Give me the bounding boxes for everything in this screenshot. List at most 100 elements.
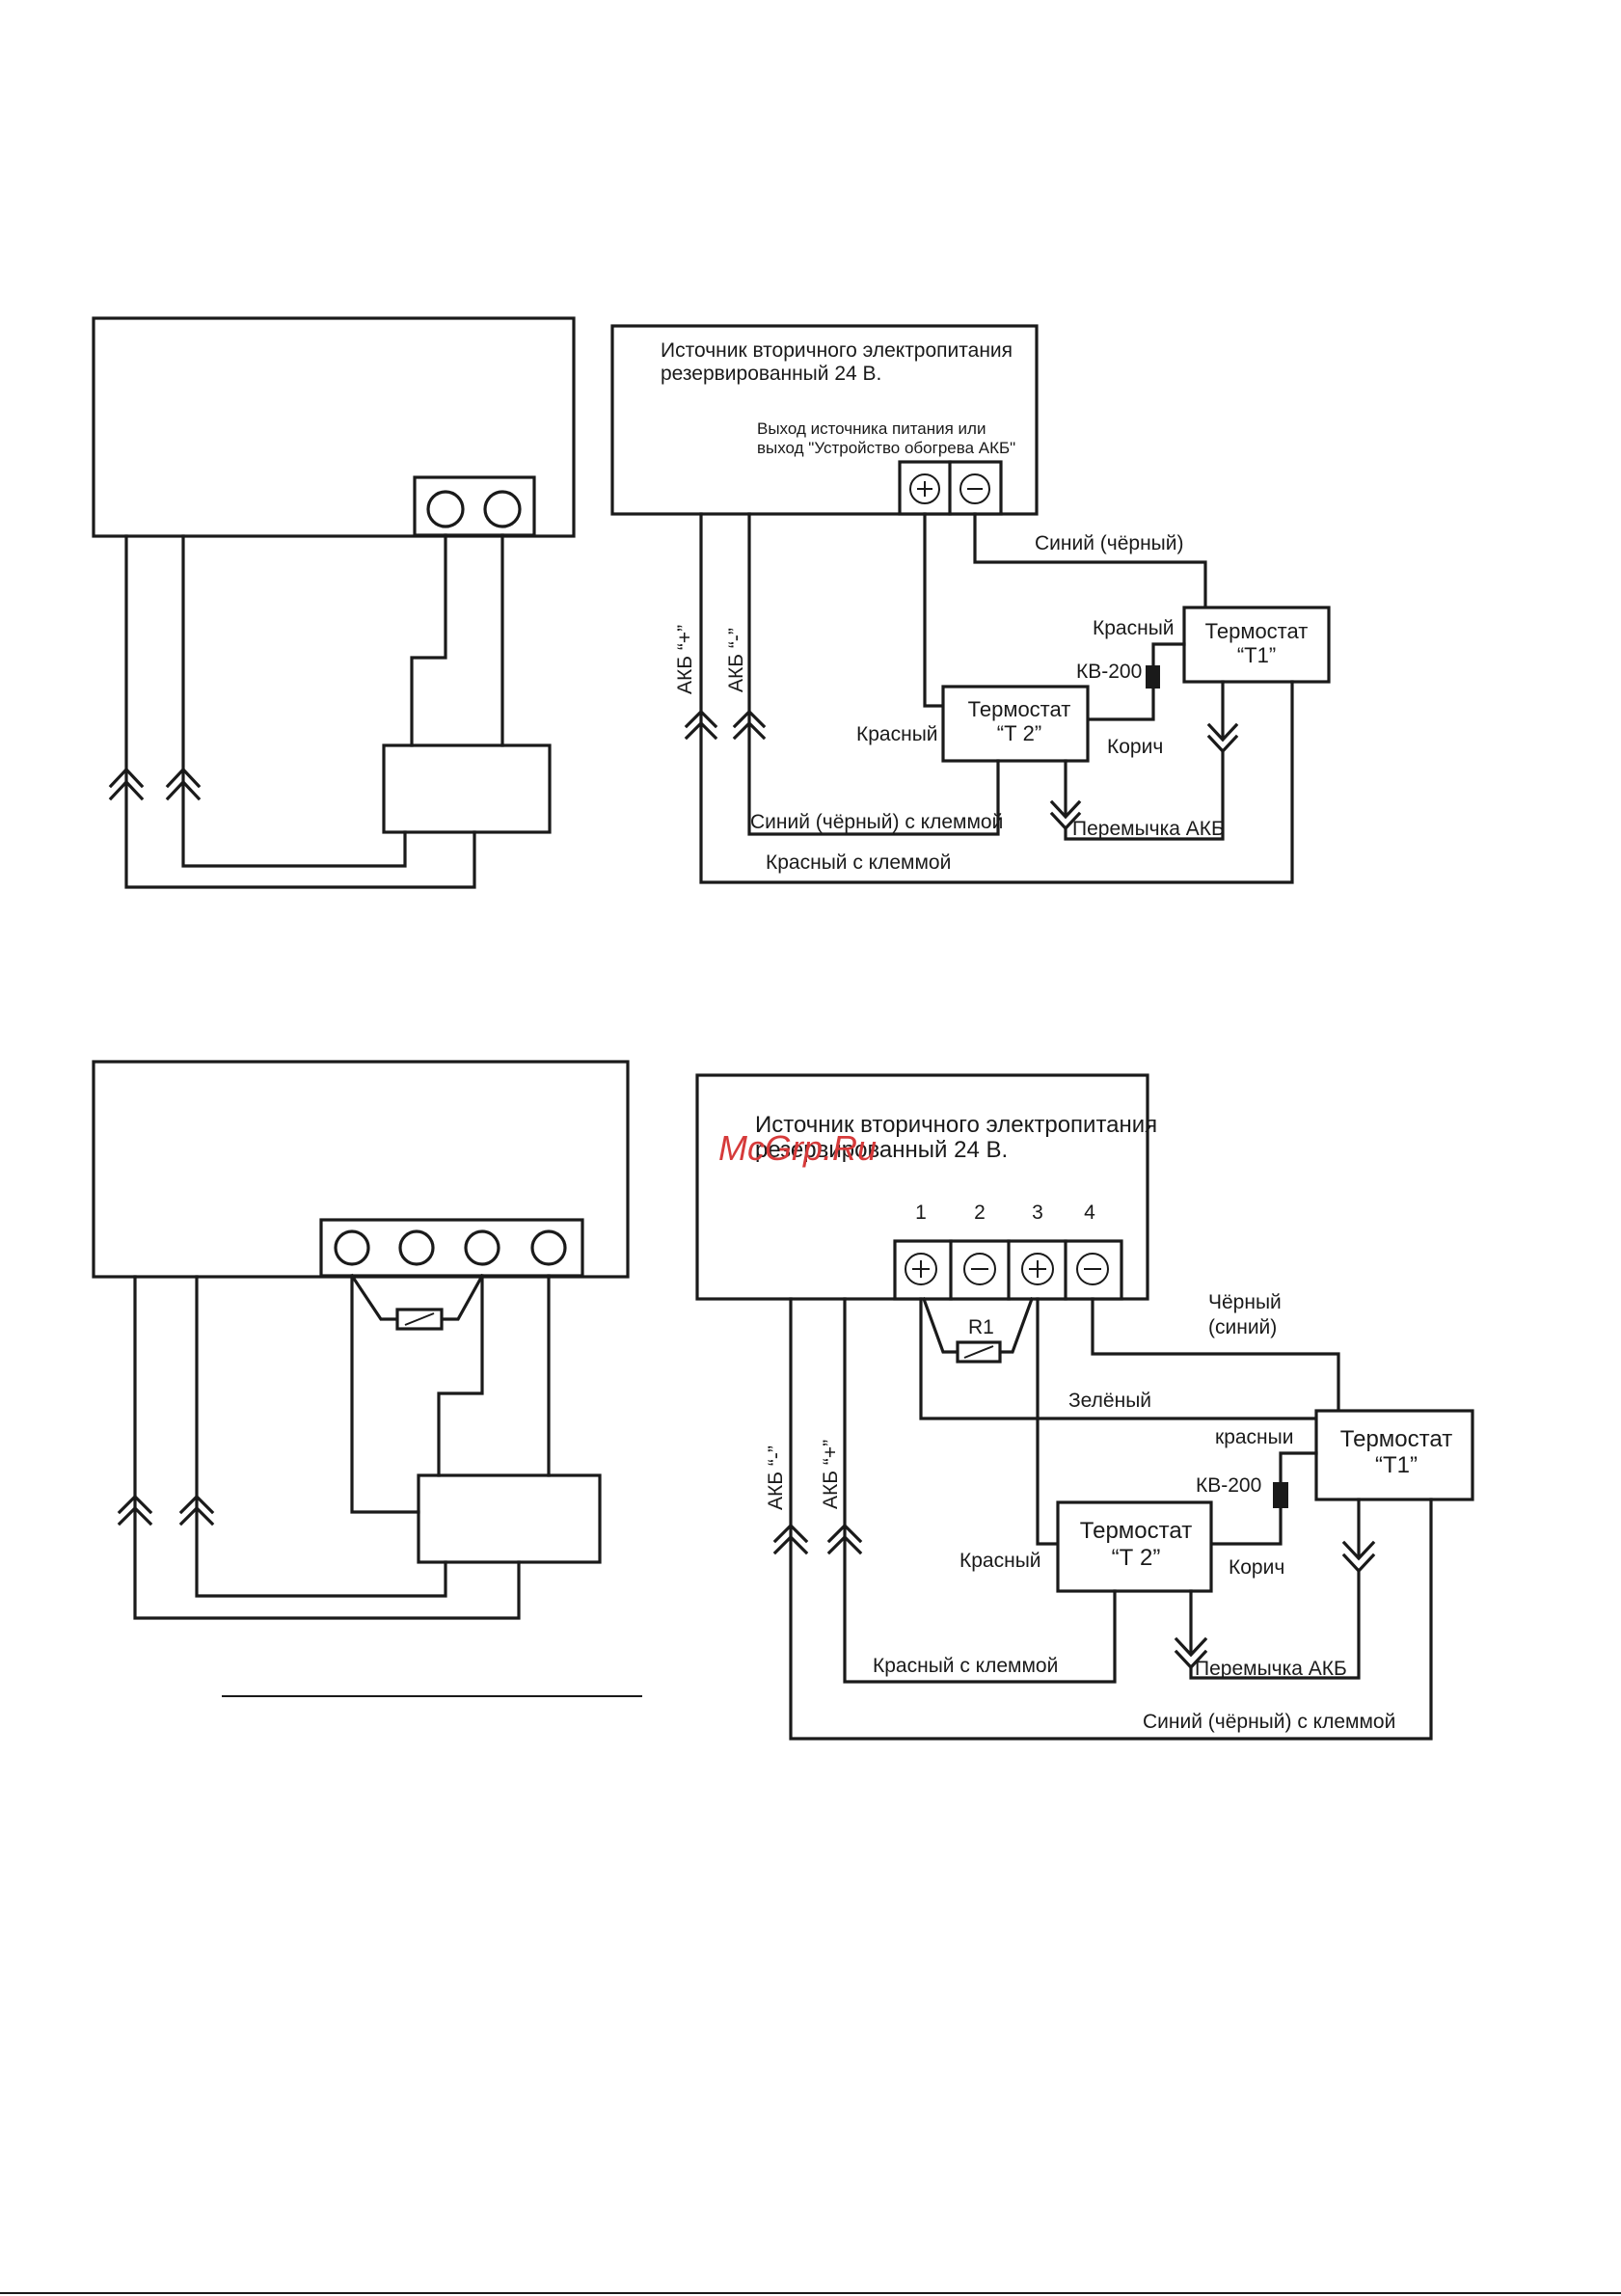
tr-wire-minus-to-t1 bbox=[973, 512, 1207, 609]
tr-t1-line2: “Т1” bbox=[1237, 643, 1276, 667]
br-psu-title-line2: резервированный 24 В. bbox=[755, 1137, 1008, 1163]
tr-psu-title-line2: резервированный 24 В. bbox=[661, 363, 881, 385]
br-wire-t1-to-kv200 bbox=[1279, 1451, 1318, 1484]
plus-icon bbox=[912, 1260, 930, 1278]
tr-t1-line1: Термостат bbox=[1205, 619, 1309, 643]
br-terminal-4-circle bbox=[1076, 1253, 1109, 1285]
tl-battery-box bbox=[382, 743, 552, 834]
br-terminal-num-3: 3 bbox=[1032, 1202, 1043, 1224]
top-left-schematic bbox=[92, 316, 576, 889]
tr-label-akb-plus: АКБ “+” bbox=[674, 625, 696, 694]
tr-label-red-clamp: Красный с клеммой bbox=[766, 851, 951, 874]
br-label-brown: Корич bbox=[1229, 1556, 1284, 1579]
br-label-red-t2: Красный bbox=[959, 1550, 1041, 1572]
tl-arrow-inner bbox=[165, 767, 202, 801]
br-r1-leads bbox=[921, 1296, 1035, 1354]
top-right-schematic: Источник вторичного электропитания резер… bbox=[610, 324, 1331, 884]
br-t1-line2: “Т1” bbox=[1375, 1452, 1418, 1478]
tr-wire-akb-plus bbox=[699, 512, 1294, 884]
bl-wire-terminal-1 bbox=[350, 1274, 420, 1514]
br-wire-green bbox=[919, 1297, 1318, 1420]
br-terminal-1-circle bbox=[905, 1253, 937, 1285]
br-psu-title-line1: Источник вторичного электропитания bbox=[755, 1112, 1157, 1138]
br-label-jumper: Перемычка АКБ bbox=[1195, 1658, 1347, 1680]
br-wire-jumper-line bbox=[1189, 1569, 1361, 1680]
br-wire-terminal-3-to-t2 bbox=[1036, 1297, 1060, 1546]
tr-wire-kv200-to-t2 bbox=[1086, 687, 1155, 721]
tr-label-blue-clamp: Синий (чёрный) с клеммой bbox=[750, 811, 1003, 833]
bl-terminal-4 bbox=[530, 1229, 567, 1266]
bl-battery-box bbox=[417, 1473, 602, 1564]
tl-wire-left-inner bbox=[181, 534, 407, 868]
br-arrow-akb-minus bbox=[772, 1523, 809, 1555]
br-terminal-num-2: 2 bbox=[974, 1202, 986, 1224]
bl-arrow-outer bbox=[117, 1494, 153, 1526]
plus-icon bbox=[917, 481, 932, 497]
tr-wire-t1-to-kv200 bbox=[1151, 642, 1186, 667]
tr-label-red-t2: Красный bbox=[856, 723, 938, 745]
br-watermark: McGrp.Ru bbox=[718, 1128, 877, 1168]
br-label-akb-plus: АКБ “+” bbox=[820, 1440, 842, 1509]
br-label-kv200: КВ-200 bbox=[1196, 1474, 1261, 1497]
tr-label-brown: Корич bbox=[1107, 736, 1163, 758]
tr-label-blue-black: Синий (чёрный) bbox=[1035, 532, 1184, 554]
bl-wire-terminal-2 bbox=[437, 1274, 484, 1477]
tr-wire-plus-to-t2 bbox=[923, 512, 945, 708]
br-label-r1: R1 bbox=[968, 1316, 994, 1338]
br-wire-akb-minus bbox=[789, 1297, 1433, 1741]
bottom-right-schematic: Источник вторичного электропитания резер… bbox=[695, 1073, 1474, 1741]
bl-terminal-2 bbox=[398, 1229, 435, 1266]
tr-wire-jumper-line bbox=[1064, 749, 1225, 841]
plus-icon bbox=[1029, 1260, 1046, 1278]
tr-terminal-plus-circle bbox=[909, 473, 940, 504]
tr-arrow-akb-plus bbox=[684, 709, 718, 741]
br-kv200-sensor bbox=[1273, 1482, 1288, 1508]
tr-label-akb-minus: АКБ “-” bbox=[725, 628, 747, 692]
tr-t2-line2: “Т 2” bbox=[997, 721, 1041, 745]
br-arrow-akb-plus bbox=[826, 1523, 863, 1555]
tr-kv200-sensor bbox=[1146, 665, 1160, 689]
br-terminal-2-circle bbox=[963, 1253, 996, 1285]
tl-arrow-outer bbox=[108, 767, 145, 801]
br-thermostat-t1-box bbox=[1314, 1409, 1474, 1501]
tr-psu-title-line1: Источник вторичного электропитания bbox=[661, 339, 1013, 362]
bl-terminal-3 bbox=[464, 1229, 500, 1266]
tr-output-line2: выход "Устройство обогрева АКБ" bbox=[757, 439, 1015, 457]
br-terminal-3-circle bbox=[1021, 1253, 1054, 1285]
bl-terminal-1 bbox=[334, 1229, 370, 1266]
br-wire-akb-plus bbox=[843, 1297, 1117, 1684]
br-t2-line1: Термостат bbox=[1080, 1518, 1192, 1544]
br-r1-slash bbox=[963, 1345, 994, 1359]
tl-terminal-2 bbox=[483, 490, 522, 528]
bl-arrow-inner bbox=[178, 1494, 215, 1526]
bottom-left-schematic bbox=[92, 1060, 642, 1697]
bl-resistor-leads bbox=[349, 1273, 485, 1321]
br-label-red-clamp: Красный с клеммой bbox=[873, 1655, 1058, 1677]
br-label-blue-clamp: Синий (чёрный) с клеммой bbox=[1143, 1711, 1395, 1733]
bl-wire-inner bbox=[195, 1275, 447, 1598]
br-label-black-line1: Чёрный bbox=[1208, 1291, 1282, 1313]
br-wire-terminal-4-to-t1 bbox=[1091, 1297, 1340, 1413]
br-thermostat-t2-box bbox=[1056, 1500, 1213, 1593]
bl-resistor-slash bbox=[404, 1312, 435, 1326]
tl-wire-terminal-1 bbox=[410, 533, 447, 747]
tr-label-jumper: Перемычка АКБ bbox=[1072, 818, 1225, 840]
bl-wire-outer bbox=[133, 1275, 521, 1620]
br-terminal-num-1: 1 bbox=[915, 1202, 927, 1224]
tr-label-red-t1: Красный bbox=[1093, 617, 1175, 639]
br-label-red-t1: красныи bbox=[1215, 1426, 1293, 1448]
br-wire-kv200-to-t2 bbox=[1209, 1506, 1283, 1546]
tr-wire-akb-minus bbox=[747, 512, 1000, 836]
br-label-black-line2: (синий) bbox=[1208, 1316, 1277, 1338]
tl-terminal-1 bbox=[426, 490, 465, 528]
tr-arrow-akb-minus bbox=[732, 709, 767, 741]
tr-t2-line1: Термостат bbox=[968, 697, 1071, 721]
tr-output-line1: Выход источника питания или bbox=[757, 419, 986, 438]
tr-label-kv200: КВ-200 bbox=[1076, 661, 1142, 683]
br-terminal-num-4: 4 bbox=[1084, 1202, 1095, 1224]
tl-wire-left-outer bbox=[124, 534, 476, 889]
br-t1-line1: Термостат bbox=[1340, 1426, 1452, 1452]
tr-thermostat-t1-box bbox=[1182, 606, 1331, 684]
tr-terminal-minus-circle bbox=[959, 473, 990, 504]
